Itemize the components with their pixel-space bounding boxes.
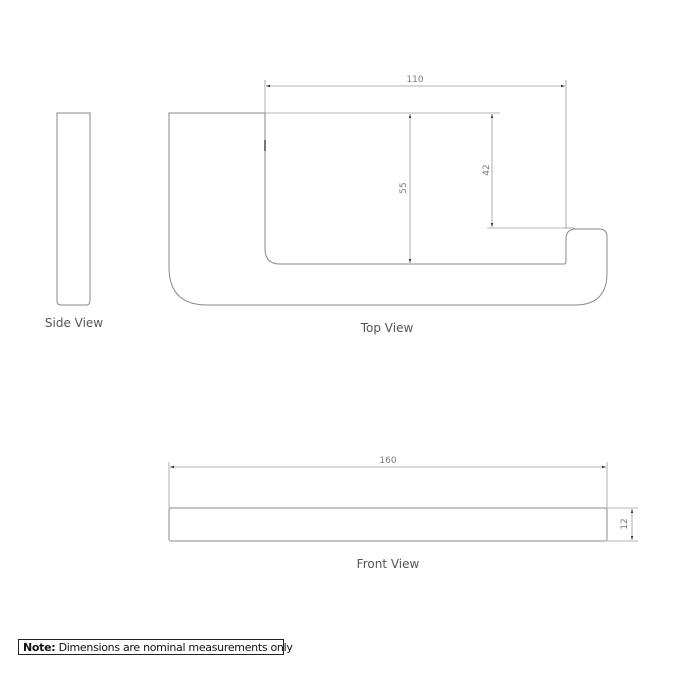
dimension-front-length: 160 — [379, 456, 397, 466]
dimension-top-width: 110 — [406, 75, 424, 85]
note-box: Note: Dimensions are nominal measurement… — [18, 639, 293, 655]
top-view-outline — [168, 112, 608, 306]
front-view-label: Front View — [356, 557, 420, 571]
front-view-outline — [168, 507, 608, 542]
note-prefix: Note: — [23, 641, 56, 654]
dimension-front-height: 12 — [620, 518, 630, 530]
side-view-outline — [56, 112, 91, 306]
dimension-top-depth-opening: 42 — [482, 164, 492, 176]
dimension-top-depth-total: 55 — [399, 182, 409, 194]
side-view-label: Side View — [44, 316, 104, 330]
top-view-label: Top View — [360, 321, 414, 335]
note-text: Dimensions are nominal measurements only — [55, 641, 293, 654]
front-view-dimensions — [168, 462, 638, 542]
top-view-dimensions — [264, 80, 575, 263]
